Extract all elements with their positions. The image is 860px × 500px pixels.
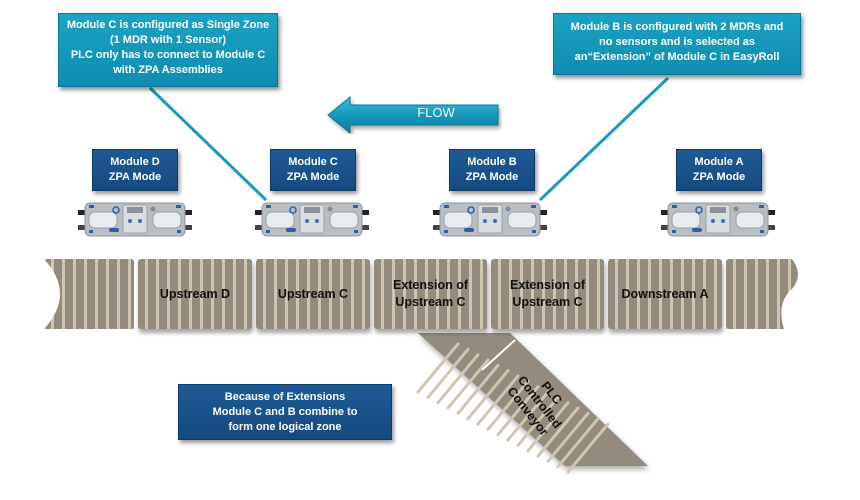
branch-roller (426, 347, 470, 399)
module-label-d: Module D ZPA Mode (92, 149, 178, 191)
zpa-module-device-d (78, 202, 192, 237)
module-label-b: Module B ZPA Mode (449, 149, 535, 191)
note-line: Module C and B combine to (212, 406, 358, 418)
callout-module-b: Module B is configured with 2 MDRs and n… (553, 13, 801, 75)
callout-line: Module C is configured as Single Zone (66, 19, 270, 31)
branch-roller (436, 353, 480, 405)
branch-roller (516, 395, 560, 447)
callout-line: no sensors and is selected as (599, 36, 755, 48)
zone-label: Upstream C (277, 286, 349, 301)
callout-line: with ZPA Assemblies (113, 64, 223, 76)
module-mode: ZPA Mode (465, 171, 519, 183)
callout-module-c: Module C is configured as Single Zone (1… (58, 13, 278, 87)
callout-line: an“Extension” of Module C in EasyRoll (574, 51, 780, 63)
callout-line: PLC only has to connect to Module C (70, 49, 266, 61)
module-name: Module D (110, 156, 160, 168)
branch-roller (526, 401, 570, 453)
module-label-a: Module A ZPA Mode (676, 149, 762, 191)
conveyor-zone-downstream-a: Downstream A (608, 259, 722, 329)
module-mode: ZPA Mode (108, 171, 162, 183)
branch-roller (416, 342, 460, 394)
conveyor-zone-extension-2: Extension of Upstream C (491, 259, 604, 329)
zpa-module-device-b (433, 202, 547, 237)
zpa-module-device-c (255, 202, 369, 237)
zpa-module-device-a (661, 202, 775, 237)
extension-note: Because of Extensions Module C and B com… (178, 384, 392, 440)
module-mode: ZPA Mode (286, 171, 340, 183)
zone-label: Extension of Upstream C (509, 278, 585, 309)
branch-roller (476, 374, 520, 426)
leader-line-module-b (538, 76, 670, 202)
module-label-c: Module C ZPA Mode (270, 149, 356, 191)
conveyor-zone-upstream-c: Upstream C (256, 259, 370, 329)
branch-roller (456, 363, 500, 415)
branch-roller (556, 417, 600, 469)
note-line: Because of Extensions (224, 391, 346, 403)
branch-roller (486, 379, 530, 431)
zone-label: Upstream D (159, 286, 231, 301)
branch-roller (446, 358, 490, 410)
callout-line: (1 MDR with 1 Sensor) (109, 34, 227, 46)
branch-roller (536, 406, 580, 458)
branch-roller (506, 390, 550, 442)
flow-arrow-icon (327, 96, 499, 134)
module-name: Module C (288, 156, 338, 168)
note-line: form one logical zone (228, 421, 342, 433)
leader-line-module-c (148, 86, 268, 202)
branch-roller (546, 411, 590, 463)
callout-line: Module B is configured with 2 MDRs and (570, 21, 784, 33)
branch-roller (496, 385, 540, 437)
conveyor-zone-extension-1: Extension of Upstream C (374, 259, 487, 329)
conveyor-zone-upstream-d: Upstream D (138, 259, 252, 329)
branch-roller (566, 422, 610, 474)
module-name: Module A (694, 156, 744, 168)
plc-controlled-conveyor (416, 333, 648, 474)
branch-roller (466, 369, 510, 421)
zone-label: Downstream A (621, 286, 709, 301)
flow-label: FLOW (417, 105, 455, 120)
module-mode: ZPA Mode (692, 171, 746, 183)
zone-label: Extension of Upstream C (392, 278, 468, 309)
module-name: Module B (467, 156, 517, 168)
